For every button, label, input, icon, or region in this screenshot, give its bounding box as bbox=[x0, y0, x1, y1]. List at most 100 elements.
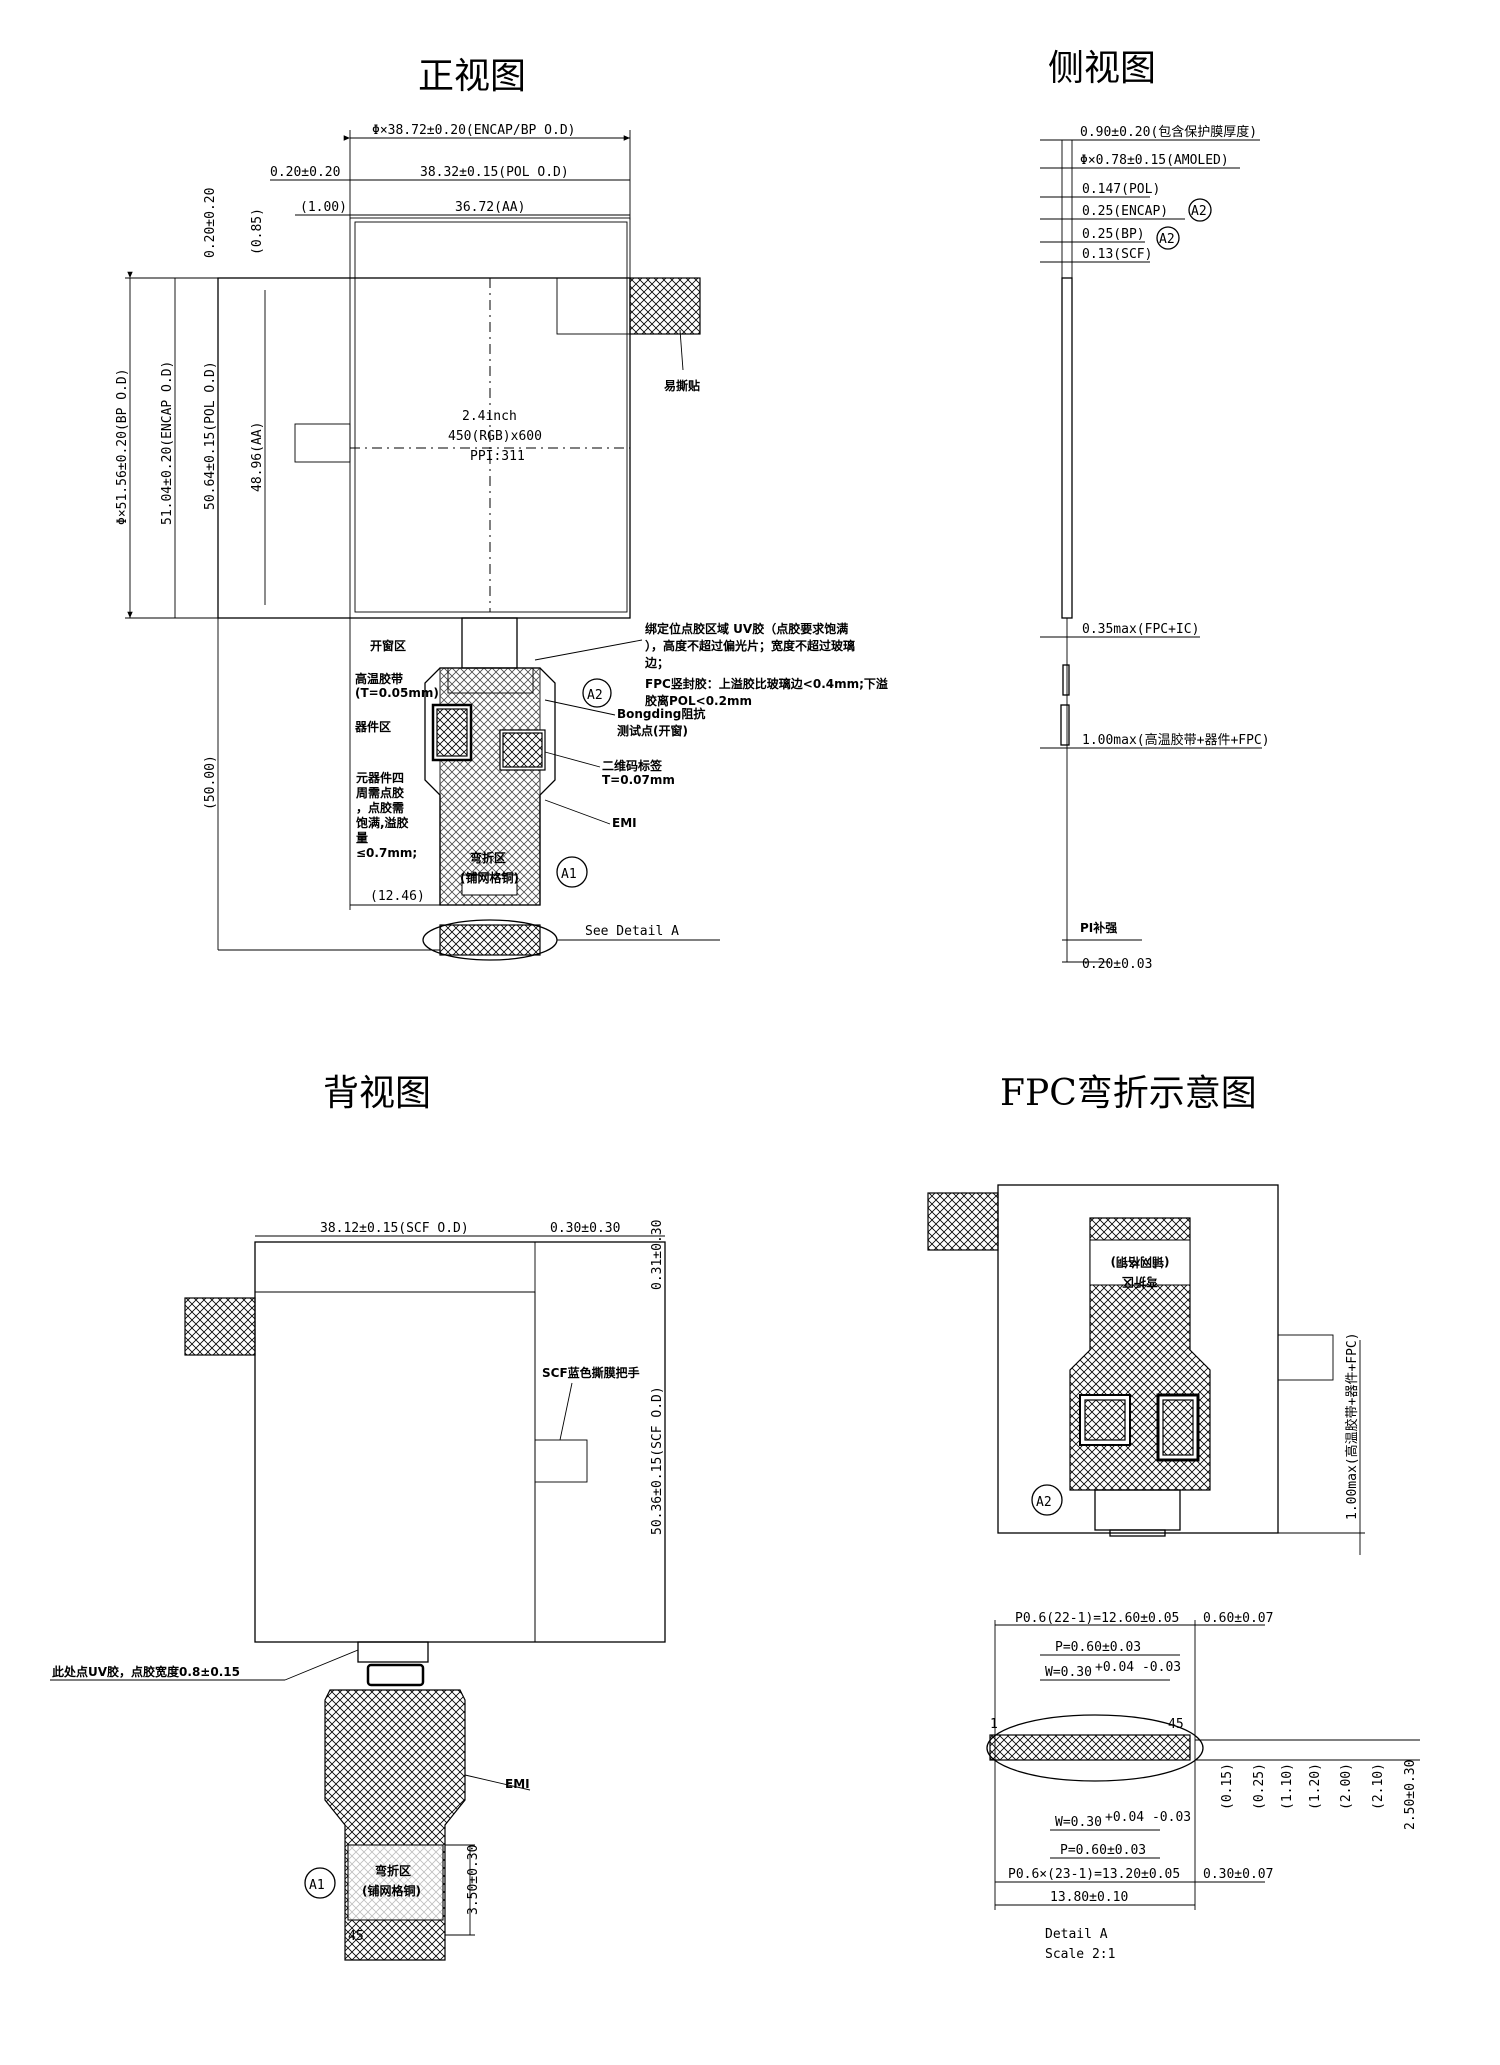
dim-fpc-length: (50.00) bbox=[203, 755, 218, 810]
dim-encap-height: 51.04±0.20(ENCAP O.D) bbox=[160, 361, 175, 525]
front-size-label: 2.4inch bbox=[462, 409, 517, 424]
bend-fpc-neck bbox=[1094, 1489, 1181, 1531]
dim-pol-width: 38.32±0.15(POL O.D) bbox=[420, 165, 569, 180]
callout-a2-front-label: A2 bbox=[587, 688, 603, 703]
detail-dim-total: 13.80±0.10 bbox=[1050, 1890, 1128, 1905]
detail-dim-w-bot-tol: +0.04 -0.03 bbox=[1105, 1810, 1191, 1825]
bend-fpc-base bbox=[1109, 1529, 1166, 1537]
back-callout-a1 bbox=[304, 1867, 336, 1899]
back-scf-outline bbox=[254, 1291, 536, 1643]
side-pi-label: PI补强 bbox=[1080, 920, 1117, 935]
dim-top-offset-v2: (0.85) bbox=[250, 208, 265, 255]
back-callout-a1-label: A1 bbox=[309, 1878, 325, 1893]
detail-dim-v3: (1.10) bbox=[1280, 1763, 1295, 1810]
bend-label-box bbox=[1089, 1239, 1191, 1286]
side-dim-9: 0.20±0.03 bbox=[1082, 957, 1152, 972]
label-bonding: Bongding阻抗 bbox=[617, 706, 705, 721]
detail-dim-v1: (0.15) bbox=[1220, 1763, 1235, 1810]
bend-component-fill bbox=[1162, 1399, 1194, 1456]
label-testpoint: 测试点(开窗) bbox=[617, 723, 688, 738]
side-view: 0.90±0.20(包含保护膜厚度) Φ×0.78±0.15(AMOLED) 0… bbox=[1040, 124, 1270, 972]
side-dim-5: 0.25(BP) bbox=[1082, 227, 1145, 242]
label-bend: 弯折区 bbox=[470, 850, 506, 865]
back-view: 38.12±0.15(SCF O.D) 0.30±0.30 0.31±0.30 … bbox=[50, 1220, 666, 1961]
detail-dim-p-bot: P=0.60±0.03 bbox=[1060, 1843, 1146, 1858]
bend-callout-a2-label: A2 bbox=[1036, 1495, 1052, 1510]
callout-a1-front-label: A1 bbox=[561, 867, 577, 882]
back-emi-label: EMI bbox=[505, 1777, 530, 1791]
side-callout-a2-2-label: A2 bbox=[1159, 232, 1175, 247]
back-scf-handle bbox=[534, 1439, 588, 1483]
dim-pol-height: 50.64±0.15(POL O.D) bbox=[203, 361, 218, 510]
detail-dim-p-top: P=0.60±0.03 bbox=[1055, 1640, 1141, 1655]
fpc-bend-view: (铺网格铜) 弯折区 A2 1.00max(高温胶带+器件+FPC) bbox=[927, 1184, 1365, 1555]
dim-aa-width: 36.72(AA) bbox=[455, 200, 525, 215]
bend-handle bbox=[1277, 1334, 1334, 1381]
note-fpc-2: 胶离POL<0.2mm bbox=[645, 693, 752, 708]
bend-qr-fill bbox=[1084, 1399, 1126, 1441]
detail-caption-2: Scale 2:1 bbox=[1045, 1947, 1115, 1962]
dim-top-overall: Φ×38.72±0.20(ENCAP/BP O.D) bbox=[372, 123, 576, 138]
bend-dim-vertical: 1.00max(高温胶带+器件+FPC) bbox=[1344, 1332, 1360, 1520]
back-bend-label: 弯折区 bbox=[375, 1863, 411, 1878]
fpc-neck bbox=[461, 617, 518, 669]
leader-uv bbox=[534, 639, 643, 661]
back-dim-offset: 0.30±0.30 bbox=[550, 1221, 620, 1236]
back-dim-bend: 3.50±0.30 bbox=[466, 1845, 481, 1915]
front-ppi-label: PPI:311 bbox=[470, 449, 525, 464]
back-bend-sub: (铺网格铜) bbox=[362, 1883, 421, 1898]
back-peel-tab bbox=[184, 1297, 256, 1356]
detail-dim-bot-pitch: P0.6×(23-1)=13.20±0.05 bbox=[1008, 1867, 1180, 1882]
side-callout-a2-1 bbox=[1188, 198, 1212, 222]
note-uv-3: 边； bbox=[644, 655, 669, 670]
back-scf-handle-label: SCF蓝色撕膜把手 bbox=[542, 1365, 640, 1380]
side-panel bbox=[1061, 277, 1073, 619]
front-resolution-label: 450(RGB)x600 bbox=[448, 429, 542, 444]
bend-label-box bbox=[461, 874, 518, 896]
back-dim-scf-width: 38.12±0.15(SCF O.D) bbox=[320, 1221, 469, 1236]
side-dim-3: 0.147(POL) bbox=[1082, 182, 1160, 197]
label-glue-4: 饱满,溢胶 bbox=[356, 815, 409, 830]
back-view-title: 背视图 bbox=[323, 1073, 431, 1114]
detail-dim-w-top-tol: +0.04 -0.03 bbox=[1095, 1660, 1181, 1675]
bend-label-2: 弯折区 bbox=[1122, 1275, 1158, 1290]
callout-a1-front bbox=[556, 856, 588, 888]
detail-dim-v2: (0.25) bbox=[1252, 1763, 1267, 1810]
easy-peel-leader bbox=[679, 329, 684, 371]
back-pin-label: 45 bbox=[348, 1929, 364, 1944]
front-handle bbox=[294, 423, 351, 463]
detail-dim-bot-right: 0.30±0.07 bbox=[1203, 1867, 1273, 1882]
side-callout-a2-2 bbox=[1156, 226, 1180, 250]
back-scf-handle-leader bbox=[559, 1382, 573, 1441]
detail-dim-w-top: W=0.30 bbox=[1045, 1665, 1092, 1680]
side-component bbox=[1060, 704, 1070, 746]
component-fill bbox=[436, 708, 468, 757]
leader-emi bbox=[544, 799, 611, 825]
bend-callout-a2 bbox=[1031, 1484, 1063, 1516]
detail-dim-top-pitch: P0.6(22-1)=12.60±0.05 bbox=[1015, 1611, 1179, 1626]
detail-dim-v6: (2.10) bbox=[1371, 1763, 1386, 1810]
bend-peel-tab bbox=[927, 1192, 999, 1251]
dim-fpc-offset: (12.46) bbox=[370, 889, 425, 904]
fpc-finger-area bbox=[439, 924, 541, 956]
dim-bp-height: Φ×51.56±0.20(BP O.D) bbox=[115, 368, 130, 525]
fpc-bend-title: FPC弯折示意图 bbox=[1000, 1073, 1257, 1114]
qrcode-fill bbox=[502, 732, 543, 768]
label-qrcode: 二维码标签 bbox=[602, 758, 663, 773]
front-view: 易撕贴 2.4inch 450(RGB)x600 PPI:311 Φ×38.72… bbox=[115, 123, 888, 961]
side-dim-8: 1.00max(高温胶带+器件+FPC) bbox=[1082, 732, 1270, 748]
detail-pins bbox=[989, 1734, 1191, 1761]
note-uv-2: ），高度不超过偏光片；宽度不超过玻璃 bbox=[645, 638, 855, 653]
front-aa-outline bbox=[354, 221, 628, 613]
detail-ellipse bbox=[986, 1714, 1204, 1782]
label-glue-5: 量 bbox=[356, 831, 368, 845]
back-dim-offset-v: 0.31±0.30 bbox=[650, 1220, 665, 1290]
side-ic bbox=[1062, 664, 1070, 696]
back-fpc-connector bbox=[366, 1663, 425, 1687]
back-uv-leader bbox=[284, 1649, 359, 1681]
side-dim-2: Φ×0.78±0.15(AMOLED) bbox=[1080, 153, 1229, 168]
label-hightemp-tape-t: (T=0.05mm) bbox=[355, 686, 439, 700]
side-view-title: 侧视图 bbox=[1048, 48, 1156, 89]
callout-a2-front bbox=[582, 678, 612, 708]
